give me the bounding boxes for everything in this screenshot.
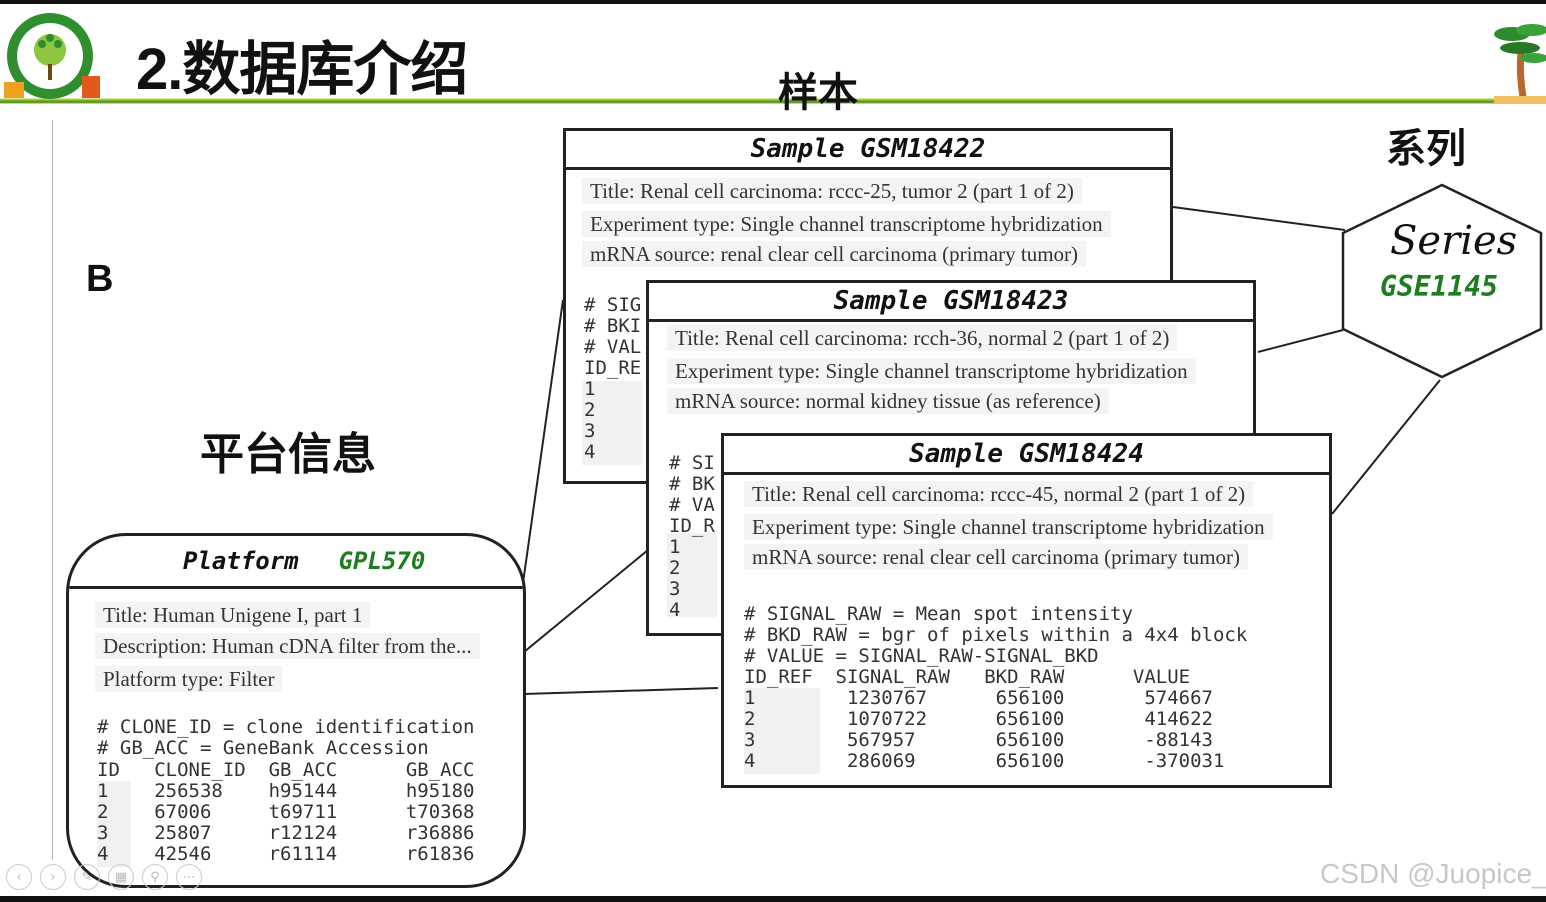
sample-comments: # SIGNAL_RAW = Mean spot intensity # BKD… [744,604,1247,667]
sample-data-table: ID_REF SIGNAL_RAW BKD_RAW VALUE 1 123076… [744,667,1224,772]
platform-description: Description: Human cDNA filter from the.… [95,633,480,659]
platform-title: Title: Human Unigene I, part 1 [95,602,370,628]
sample-mrna-source: mRNA source: normal kidney tissue (as re… [667,388,1109,414]
platform-card-gpl570[interactable]: Platform GPL570 Title: Human Unigene I, … [66,533,526,888]
sample-header: Sample GSM18422 [566,131,1170,170]
sample-mrna-source: mRNA source: renal clear cell carcinoma … [744,544,1248,570]
sample-experiment-type: Experiment type: Single channel transcri… [744,514,1273,540]
grid-icon[interactable]: ▦ [108,864,134,890]
platform-comments: # CLONE_ID = clone identification # GB_A… [97,717,475,759]
sample-header: Sample GSM18424 [724,436,1329,475]
watermark: CSDN @Juopice_ [1320,858,1546,890]
presentation-toolbar: ‹ › ✎ ▦ ⚲ ⋯ [6,864,202,890]
platform-name: Platform [183,547,299,575]
sample-card-gsm18424[interactable]: Sample GSM18424 Title: Renal cell carcin… [721,433,1332,788]
next-icon[interactable]: › [40,864,66,890]
more-icon[interactable]: ⋯ [176,864,202,890]
sample-title: Title: Renal cell carcinoma: rccc-25, tu… [582,178,1082,204]
sample-experiment-type: Experiment type: Single channel transcri… [667,358,1196,384]
sample-title: Title: Renal cell carcinoma: rccc-45, no… [744,481,1253,507]
platform-id: GPL570 [339,547,426,575]
series-id: GSE1145 [1380,270,1498,303]
prev-icon[interactable]: ‹ [6,864,32,890]
pen-icon[interactable]: ✎ [74,864,100,890]
platform-header: Platform GPL570 [69,536,523,589]
series-name: Series [1390,218,1517,264]
sample-data-stub: # SIG # BKI # VAL ID_RE 1 2 3 4 [584,295,641,463]
sample-header: Sample GSM18423 [649,283,1253,322]
zoom-icon[interactable]: ⚲ [142,864,168,890]
platform-data-table: ID CLONE_ID GB_ACC GB_ACC 1 256538 h9514… [97,760,475,865]
sample-data-stub: # SI # BK # VA ID_R 1 2 3 4 [669,453,715,621]
sample-experiment-type: Experiment type: Single channel transcri… [582,211,1111,237]
sample-title: Title: Renal cell carcinoma: rcch-36, no… [667,325,1177,351]
sample-mrna-source: mRNA source: renal clear cell carcinoma … [582,241,1086,267]
platform-type: Platform type: Filter [95,666,282,692]
